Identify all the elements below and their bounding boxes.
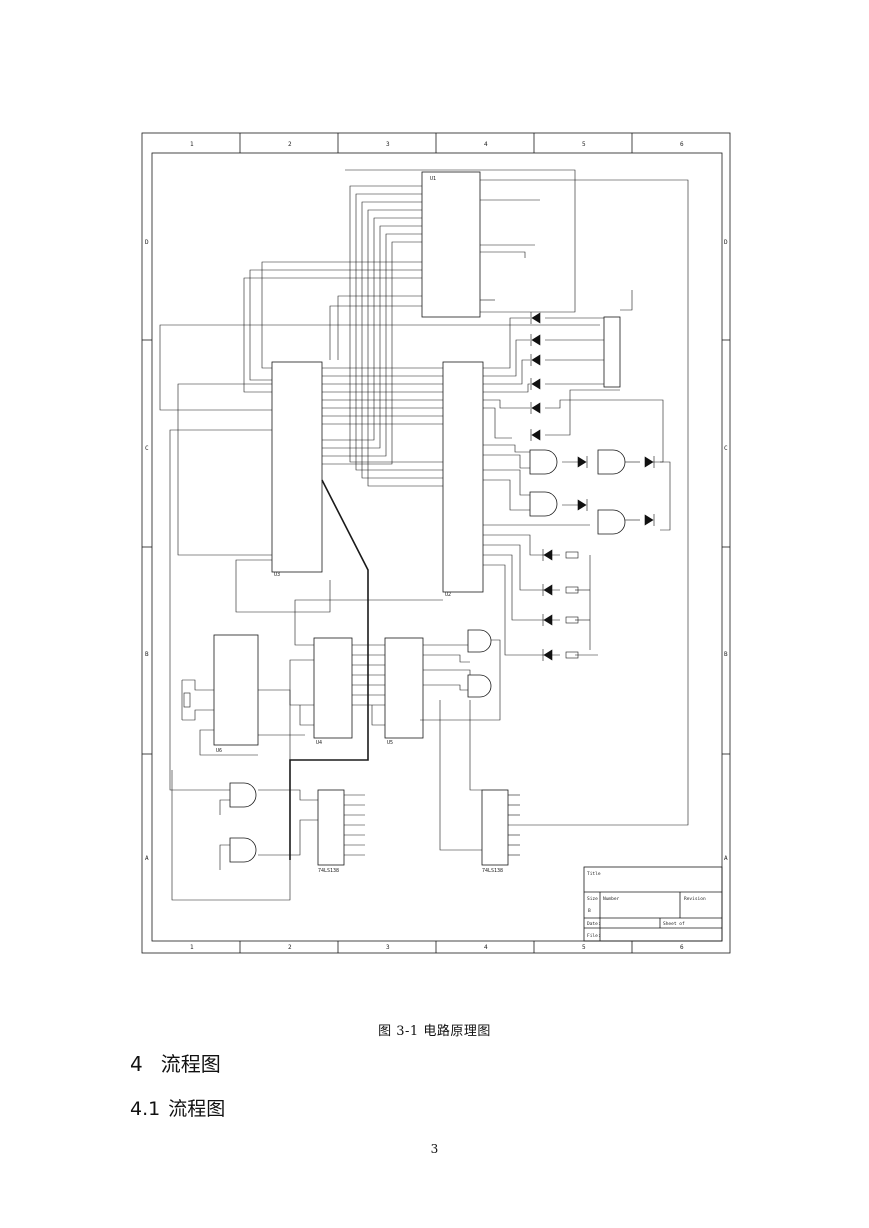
title-block-file: File:: [587, 933, 601, 939]
border-col-3: 3: [386, 141, 390, 148]
border-col-3-bottom: 3: [386, 944, 390, 951]
chip-u7-label: 74LS138: [318, 868, 339, 874]
chip-u7-body: [317, 789, 345, 866]
logic-gates: [229, 449, 626, 863]
border-row-c: C: [145, 445, 149, 452]
chip-u2-body: [442, 361, 484, 593]
title-block-number: Number: [603, 896, 620, 902]
chip-u1-body: [421, 171, 481, 318]
title-block: [583, 866, 723, 942]
drawing-frame-outer: [141, 132, 731, 954]
chip-u8-label: 74LS138: [482, 868, 503, 874]
chip-u1-label: U1: [430, 176, 436, 182]
border-col-2: 2: [288, 141, 292, 148]
border-row-b-right: B: [724, 651, 728, 658]
led-array: [530, 312, 655, 661]
title-block-size-value: B: [588, 908, 591, 914]
border-col-6: 6: [680, 141, 684, 148]
resistors: [183, 551, 579, 708]
chip-u5-label: U5: [387, 740, 393, 746]
page-number: 3: [430, 1142, 439, 1156]
title-block-title: Title: [587, 871, 601, 877]
border-col-1: 1: [190, 141, 194, 148]
chip-u4-label: U4: [316, 740, 322, 746]
border-row-d: D: [145, 239, 149, 246]
title-block-size: Size: [587, 896, 598, 902]
border-row-d-right: D: [724, 239, 728, 246]
section-title: 流程图: [160, 1052, 221, 1076]
chip-u8-body: [481, 789, 509, 866]
title-block-sheet: Sheet of: [663, 921, 685, 927]
border-col-1-bottom: 1: [190, 944, 194, 951]
figure-caption: 图 3-1 电路原理图: [378, 1024, 491, 1039]
title-block-date: Date:: [587, 921, 601, 927]
chip-u6-label: U6: [216, 748, 222, 754]
title-block-revision: Revision: [684, 896, 706, 902]
chip-u4-body: [313, 637, 353, 739]
border-col-6-bottom: 6: [680, 944, 684, 951]
drawing-frame-inner: [151, 152, 723, 942]
border-col-2-bottom: 2: [288, 944, 292, 951]
chip-u6-body: [213, 634, 259, 746]
wiring: [159, 169, 689, 901]
subsection-title: 流程图: [168, 1098, 226, 1120]
border-col-4: 4: [484, 141, 488, 148]
subsection-number: 4.1: [130, 1098, 161, 1120]
border-row-b: B: [145, 651, 149, 658]
border-col-5: 5: [582, 141, 586, 148]
border-row-a-right: A: [724, 855, 728, 862]
border-col-5-bottom: 5: [582, 944, 586, 951]
section-number: 4: [130, 1052, 143, 1076]
border-row-c-right: C: [724, 445, 728, 452]
subsection-heading: 4.1 流程图: [130, 1094, 225, 1121]
border-row-a: A: [145, 855, 149, 862]
section-heading: 4 流程图: [130, 1048, 221, 1077]
chip-u2-label: U2: [445, 592, 451, 598]
chip-u5-body: [384, 637, 424, 739]
chip-u3-label: U3: [274, 572, 280, 578]
chip-u3-body: [271, 361, 323, 573]
border-col-4-bottom: 4: [484, 944, 488, 951]
resistor-network: [603, 316, 621, 388]
